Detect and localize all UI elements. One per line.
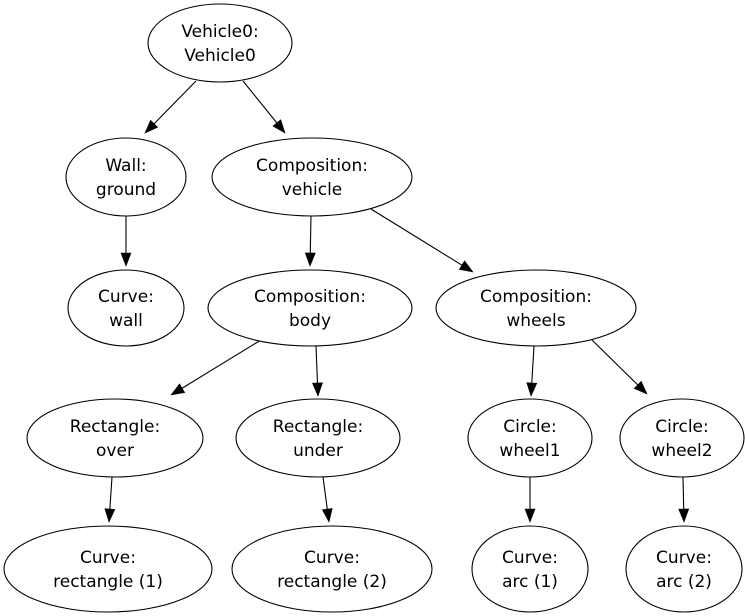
node-label-line1: Curve:: [502, 548, 558, 568]
graph-edge: [321, 476, 333, 523]
node-label-line2: ground: [96, 180, 156, 200]
node-ellipse[interactable]: [235, 398, 401, 478]
edge-arrowhead-icon: [312, 382, 323, 397]
edge-line: [181, 339, 262, 389]
edge-line: [315, 345, 319, 384]
edge-arrowhead-icon: [678, 508, 690, 523]
node-label-line2: under: [293, 441, 343, 461]
edge-arrowhead-icon: [304, 252, 316, 267]
node-ellipse[interactable]: [67, 269, 185, 347]
edge-arrowhead-icon: [526, 382, 538, 397]
graph-node-rectangle-under[interactable]: Rectangle: under: [235, 398, 401, 478]
edge-arrowhead-icon: [170, 383, 186, 396]
node-ellipse[interactable]: [231, 525, 433, 613]
node-label-line2: arc (2): [656, 572, 712, 592]
node-label-line2: wheel2: [651, 441, 712, 461]
node-ellipse[interactable]: [471, 525, 589, 613]
nodes-layer: Vehicle0:Vehicle0Wall:groundComposition:…: [3, 3, 745, 613]
node-ellipse[interactable]: [3, 525, 213, 613]
node-ellipse[interactable]: [619, 398, 745, 478]
graph-node-curve-arc-1[interactable]: Curve: arc (1): [471, 525, 589, 613]
graph-edge: [120, 216, 132, 267]
node-label-line2: vehicle: [282, 180, 343, 200]
graph-node-composition-vehicle[interactable]: Composition: vehicle: [211, 137, 413, 217]
edge-line: [153, 80, 197, 125]
edge-arrowhead-icon: [458, 260, 474, 273]
edge-line: [682, 476, 685, 510]
graph-node-composition-wheels[interactable]: Composition: wheels: [435, 269, 637, 347]
graph-node-wall-ground[interactable]: Wall: ground: [65, 137, 187, 217]
graph-edge: [312, 345, 323, 397]
node-label-line2: rectangle (1): [53, 572, 163, 592]
graph-node-vehicle0[interactable]: Vehicle0: Vehicle0: [147, 3, 293, 83]
graph-node-rectangle-over[interactable]: Rectangle: over: [26, 398, 204, 478]
node-label-line1: Wall:: [105, 156, 146, 176]
graph-edge: [304, 215, 316, 267]
graph-edge: [589, 337, 648, 395]
node-ellipse[interactable]: [26, 398, 204, 478]
graph-edge: [170, 339, 262, 396]
edge-line: [109, 476, 113, 510]
node-label-line1: Curve:: [98, 287, 154, 307]
node-label-line1: Composition:: [256, 156, 368, 176]
node-label-line1: Curve:: [656, 548, 712, 568]
edge-arrowhead-icon: [633, 380, 648, 395]
edge-arrowhead-icon: [524, 508, 536, 523]
edge-line: [370, 208, 463, 266]
node-label-line2: over: [96, 441, 134, 461]
graph-edge: [144, 80, 197, 134]
graph-edge: [104, 476, 116, 523]
edge-line: [242, 80, 278, 124]
node-label-line2: body: [289, 311, 331, 331]
edge-line: [309, 215, 312, 254]
node-ellipse[interactable]: [147, 3, 293, 83]
node-ellipse[interactable]: [435, 269, 637, 347]
node-label-line1: Circle:: [655, 417, 708, 437]
graph-node-circle-wheel2[interactable]: Circle: wheel2: [619, 398, 745, 478]
graph-edge: [524, 477, 536, 523]
node-ellipse[interactable]: [467, 398, 593, 478]
edge-line: [322, 476, 328, 510]
edges-layer: [104, 80, 690, 523]
edge-line: [531, 345, 535, 384]
node-label-line2: wall: [109, 311, 143, 331]
node-label-line1: Curve:: [304, 548, 360, 568]
edge-arrowhead-icon: [144, 119, 159, 134]
node-label-line1: Composition:: [480, 287, 592, 307]
graph-edge: [370, 208, 474, 273]
node-label-line1: Composition:: [254, 287, 366, 307]
node-label-line2: wheels: [506, 311, 565, 331]
node-label-line1: Vehicle0:: [181, 22, 258, 42]
node-label-line1: Rectangle:: [273, 417, 363, 437]
node-label-line2: Vehicle0: [184, 46, 256, 66]
node-ellipse[interactable]: [625, 525, 743, 613]
edge-line: [589, 337, 639, 386]
node-label-line2: rectangle (2): [277, 572, 387, 592]
node-ellipse[interactable]: [207, 269, 413, 347]
edge-arrowhead-icon: [104, 508, 116, 523]
node-label-line1: Rectangle:: [70, 417, 160, 437]
edge-arrowhead-icon: [272, 119, 286, 134]
edge-arrowhead-icon: [120, 252, 132, 267]
graph-edge: [242, 80, 286, 134]
edge-arrowhead-icon: [321, 508, 333, 523]
node-ellipse[interactable]: [211, 137, 413, 217]
node-ellipse[interactable]: [65, 137, 187, 217]
node-label-line1: Circle:: [503, 417, 556, 437]
graph-node-curve-arc-2[interactable]: Curve: arc (2): [625, 525, 743, 613]
graph-node-circle-wheel1[interactable]: Circle: wheel1: [467, 398, 593, 478]
node-label-line2: wheel1: [499, 441, 560, 461]
graph-edge: [678, 476, 690, 523]
node-label-line2: arc (1): [502, 572, 558, 592]
node-label-line1: Curve:: [80, 548, 136, 568]
graph-node-curve-wall[interactable]: Curve: wall: [67, 269, 185, 347]
graph-edge: [526, 345, 538, 397]
graph-node-curve-rectangle-1[interactable]: Curve: rectangle (1): [3, 525, 213, 613]
graph-node-composition-body[interactable]: Composition: body: [207, 269, 413, 347]
graph-node-curve-rectangle-2[interactable]: Curve: rectangle (2): [231, 525, 433, 613]
